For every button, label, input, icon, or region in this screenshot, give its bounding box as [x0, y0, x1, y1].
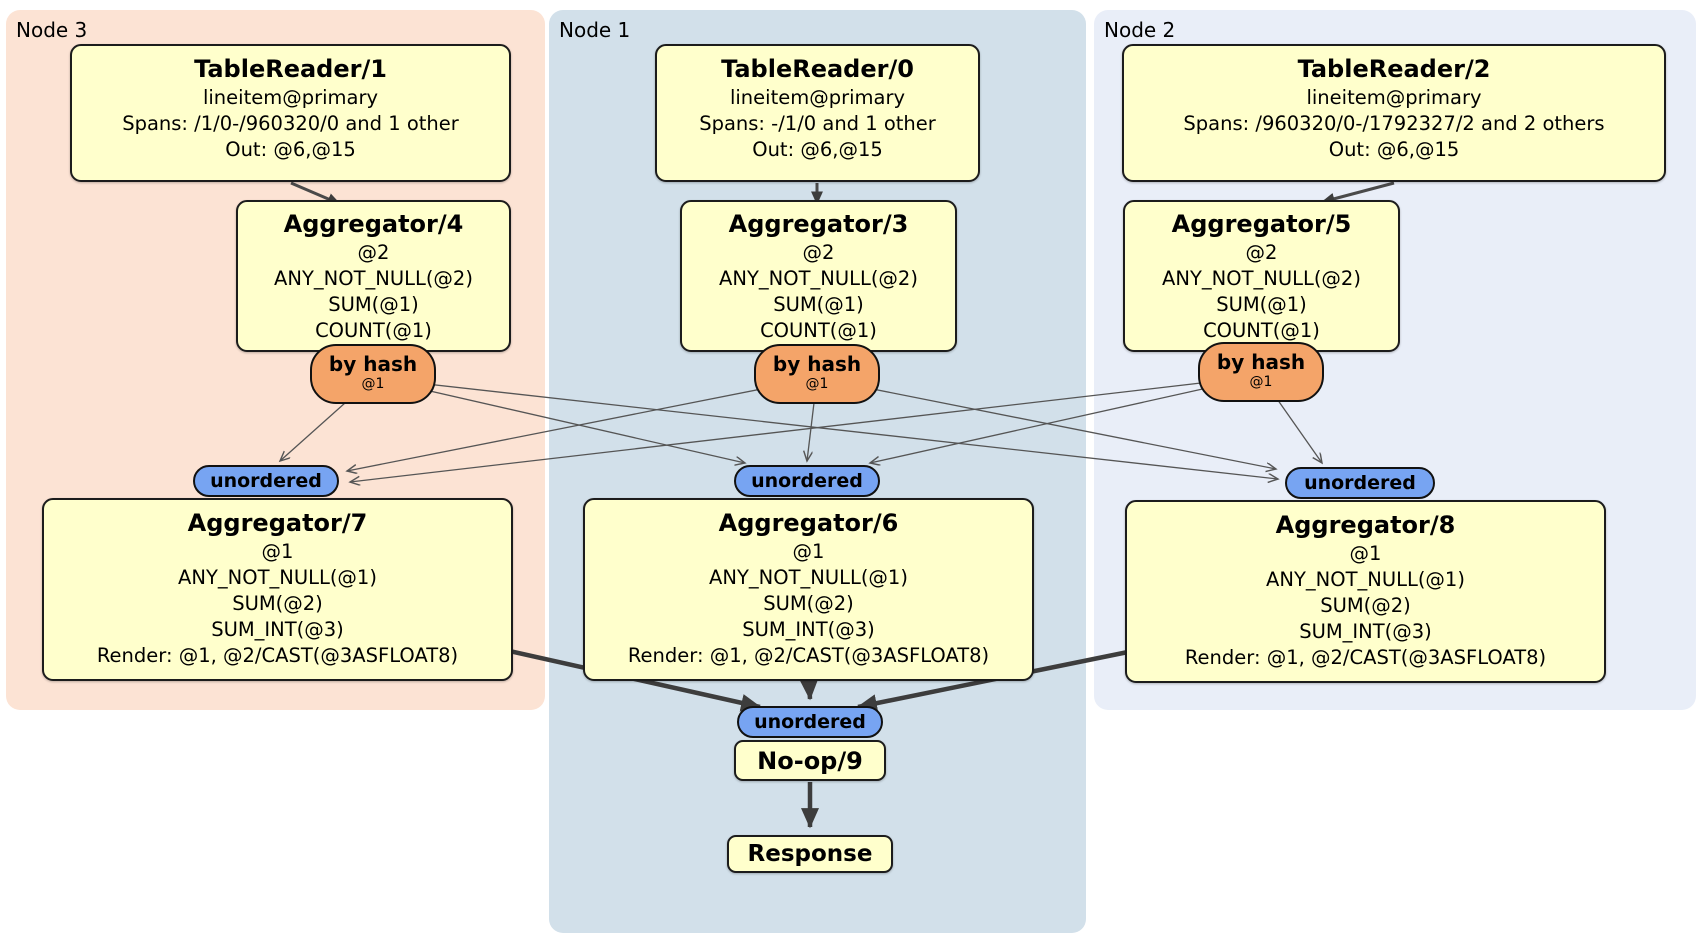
aggregator-3-box: Aggregator/3 @2 ANY_NOT_NULL(@2) SUM(@1)… [680, 200, 957, 352]
hash-router-label: by hash [772, 352, 862, 376]
aggregator-7-fn: SUM_INT(@3) [211, 618, 344, 641]
aggregator-6-fn: SUM(@2) [763, 592, 854, 615]
tablereader-1-index: lineitem@primary [202, 86, 379, 109]
aggregator-5-title: Aggregator/5 [1171, 210, 1352, 238]
noop-box: No-op/9 [734, 740, 886, 781]
unordered-stream-node2: unordered [1285, 467, 1435, 499]
aggregator-4-group: @2 [357, 241, 390, 264]
tablereader-2-box: TableReader/2 lineitem@primary Spans: /9… [1122, 44, 1666, 182]
aggregator-3-fn: COUNT(@1) [760, 319, 877, 342]
aggregator-8-fn: SUM_INT(@3) [1299, 620, 1432, 643]
tablereader-2-index: lineitem@primary [1306, 86, 1482, 109]
hash-router-node3: by hash @1 [310, 344, 436, 404]
aggregator-7-group: @1 [261, 540, 294, 563]
aggregator-8-title: Aggregator/8 [1275, 511, 1456, 539]
region-node1-label: Node 1 [559, 18, 631, 42]
aggregator-7-fn: ANY_NOT_NULL(@1) [178, 566, 377, 589]
response-box: Response [727, 835, 893, 873]
aggregator-6-box: Aggregator/6 @1 ANY_NOT_NULL(@1) SUM(@2)… [583, 498, 1034, 681]
tablereader-2-spans: Spans: /960320/0-/1792327/2 and 2 others [1183, 112, 1605, 135]
aggregator-3-title: Aggregator/3 [728, 210, 909, 238]
hash-router-detail: @1 [1249, 374, 1273, 390]
aggregator-5-box: Aggregator/5 @2 ANY_NOT_NULL(@2) SUM(@1)… [1123, 200, 1400, 352]
aggregator-7-fn: SUM(@2) [232, 592, 323, 615]
unordered-stream-sink: unordered [737, 706, 883, 738]
hash-router-label: by hash [1216, 350, 1306, 374]
tablereader-0-spans: Spans: -/1/0 and 1 other [699, 112, 936, 135]
hash-router-detail: @1 [361, 376, 385, 392]
aggregator-7-render: Render: @1, @2/CAST(@3ASFLOAT8) [96, 644, 459, 667]
tablereader-1-title: TableReader/1 [194, 55, 387, 83]
unordered-stream-node3: unordered [193, 465, 339, 497]
hash-router-detail: @1 [805, 376, 829, 392]
tablereader-1-out: Out: @6,@15 [225, 138, 356, 161]
aggregator-8-fn: ANY_NOT_NULL(@1) [1266, 568, 1465, 591]
aggregator-8-box: Aggregator/8 @1 ANY_NOT_NULL(@1) SUM(@2)… [1125, 500, 1606, 683]
aggregator-7-title: Aggregator/7 [187, 509, 368, 537]
aggregator-4-title: Aggregator/4 [283, 210, 464, 238]
hash-router-label: by hash [328, 352, 418, 376]
tablereader-0-box: TableReader/0 lineitem@primary Spans: -/… [655, 44, 980, 182]
aggregator-5-group: @2 [1245, 241, 1278, 264]
aggregator-3-fn: ANY_NOT_NULL(@2) [719, 267, 918, 290]
tablereader-0-index: lineitem@primary [729, 86, 906, 109]
tablereader-2-out: Out: @6,@15 [1328, 138, 1460, 161]
aggregator-6-title: Aggregator/6 [718, 509, 899, 537]
region-node2-label: Node 2 [1104, 18, 1176, 42]
aggregator-8-render: Render: @1, @2/CAST(@3ASFLOAT8) [1184, 646, 1547, 669]
aggregator-3-group: @2 [802, 241, 835, 264]
aggregator-6-render: Render: @1, @2/CAST(@3ASFLOAT8) [627, 644, 990, 667]
tablereader-0-out: Out: @6,@15 [752, 138, 883, 161]
aggregator-6-group: @1 [792, 540, 825, 563]
aggregator-4-fn: SUM(@1) [328, 293, 419, 316]
aggregator-3-fn: SUM(@1) [773, 293, 864, 316]
tablereader-1-box: TableReader/1 lineitem@primary Spans: /1… [70, 44, 511, 182]
tablereader-0-title: TableReader/0 [721, 55, 914, 83]
aggregator-5-fn: ANY_NOT_NULL(@2) [1162, 267, 1361, 290]
hash-router-node1: by hash @1 [754, 344, 880, 404]
aggregator-4-box: Aggregator/4 @2 ANY_NOT_NULL(@2) SUM(@1)… [236, 200, 511, 352]
aggregator-6-fn: SUM_INT(@3) [742, 618, 875, 641]
aggregator-4-fn: COUNT(@1) [315, 319, 432, 342]
aggregator-8-fn: SUM(@2) [1320, 594, 1411, 617]
aggregator-5-fn: SUM(@1) [1216, 293, 1307, 316]
aggregator-8-group: @1 [1349, 542, 1382, 565]
tablereader-1-spans: Spans: /1/0-/960320/0 and 1 other [122, 112, 459, 135]
unordered-stream-node1: unordered [734, 465, 880, 497]
aggregator-7-box: Aggregator/7 @1 ANY_NOT_NULL(@1) SUM(@2)… [42, 498, 513, 681]
hash-router-node2: by hash @1 [1198, 342, 1324, 402]
tablereader-2-title: TableReader/2 [1297, 55, 1491, 83]
region-node3-label: Node 3 [16, 18, 88, 42]
aggregator-6-fn: ANY_NOT_NULL(@1) [709, 566, 908, 589]
aggregator-4-fn: ANY_NOT_NULL(@2) [274, 267, 473, 290]
aggregator-5-fn: COUNT(@1) [1203, 319, 1320, 342]
